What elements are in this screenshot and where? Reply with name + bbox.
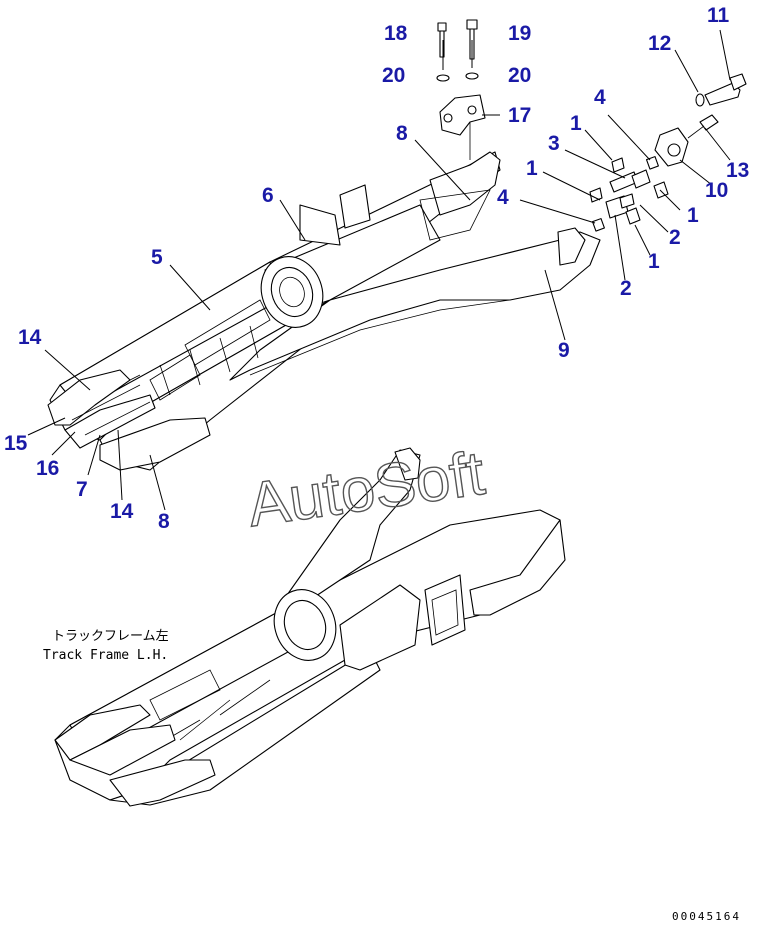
callout-19: 19 [508,22,531,45]
callout-8-lower: 8 [158,510,170,533]
callout-13: 13 [726,159,749,182]
callout-2-a: 2 [669,226,681,249]
callout-16: 16 [36,457,59,480]
callout-6: 6 [262,184,274,207]
callout-12: 12 [648,32,671,55]
callout-11: 11 [707,4,730,27]
callout-3: 3 [548,132,560,155]
callout-5: 5 [151,246,163,269]
callout-1-c: 1 [687,204,699,227]
callout-18: 18 [384,22,408,45]
callout-4-top: 4 [594,86,606,109]
bolts-and-cap [436,19,486,160]
callout-20-right: 20 [508,64,531,87]
callout-20-left: 20 [382,64,405,87]
callout-1-b: 1 [526,157,538,180]
callout-9: 9 [558,339,570,362]
caption-japanese: トラックフレーム左 [52,629,169,644]
callout-2-b: 2 [620,277,632,300]
callout-14-upper: 14 [18,326,42,349]
callout-14-lower: 14 [110,500,134,523]
callout-15: 15 [4,432,28,455]
lower-track-frame [54,447,566,807]
drawing-code: 00045164 [672,910,741,923]
leader-lines [27,29,731,511]
callout-1-d: 1 [648,250,660,273]
callout-8-upper: 8 [396,122,408,145]
callout-4-mid: 4 [497,186,509,209]
spring-parts [589,73,747,232]
callout-10: 10 [705,179,728,202]
caption-english: Track Frame L.H. [43,648,168,663]
callout-1-a: 1 [570,112,582,135]
callout-17: 17 [508,104,531,127]
callout-labels: 11 12 13 10 18 19 20 20 17 8 6 5 4 4 1 3… [4,4,749,533]
callout-7: 7 [76,478,88,501]
upper-track-frame [47,151,601,471]
